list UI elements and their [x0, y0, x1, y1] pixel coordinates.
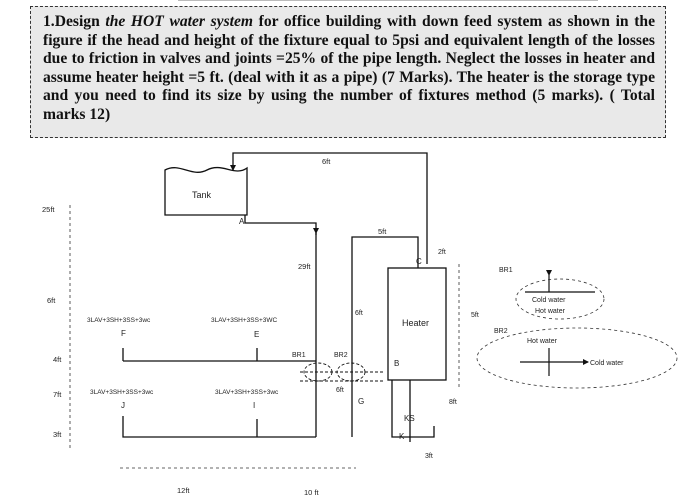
point-a-label: A: [239, 217, 245, 226]
dim-6ft-g: 6ft: [336, 387, 344, 394]
upper-branch-pipe: [122, 348, 316, 362]
dim-3ft-left: 3ft: [53, 430, 62, 439]
diagram-labels: Tank Heater A B C E F G I J K KS BR1 BR2…: [42, 157, 624, 497]
dim-12ft: 12ft: [177, 486, 190, 495]
legend-br1-circle: [515, 278, 605, 320]
legend-hot-water-2: Hot water: [527, 338, 558, 345]
junctions: [300, 362, 385, 382]
tank-outlet-pipe: [244, 215, 317, 235]
dim-10ft: 10 ft: [304, 488, 320, 497]
heater-tank: [387, 267, 447, 381]
heater-label: Heater: [402, 318, 429, 328]
dim-6ft-riser: 6ft: [355, 310, 363, 317]
question-text: 1.Design the HOT water system for office…: [43, 13, 655, 125]
point-f-label: F: [121, 329, 126, 338]
point-ks-label: KS: [404, 414, 415, 423]
top-rule: [178, 0, 598, 1]
question-part-1: 1.Design: [43, 13, 106, 30]
point-i-label: I: [253, 401, 255, 410]
legend-br2-label: BR2: [494, 328, 508, 335]
legend-symbols: [520, 270, 595, 376]
legend: [476, 270, 678, 389]
fixtures-i-label: 3LAV+3SH+3SS+3wc: [215, 389, 279, 396]
dim-8ft: 8ft: [449, 399, 457, 406]
fixtures-e-label: 3LAV+3SH+3SS+3WC: [211, 317, 277, 324]
question-part-2: for office building with down feed syste…: [43, 13, 656, 123]
point-g-label: G: [358, 397, 364, 406]
dim-2ft: 2ft: [438, 249, 446, 256]
br1-label: BR1: [292, 352, 306, 359]
legend-cold-water-1: Cold water: [532, 297, 566, 304]
dim-6ft-top: 6ft: [322, 157, 331, 166]
return-line: [230, 152, 428, 264]
dim-3ft-bottom: 3ft: [425, 453, 433, 460]
pipe-network: [122, 152, 447, 442]
dim-6ft-left: 6ft: [47, 296, 56, 305]
fixtures-f-label: 3LAV+3SH+3SS+3wc: [87, 317, 151, 324]
legend-cold-water-2: Cold water: [590, 360, 624, 367]
question-emphasis: the HOT water system: [105, 13, 254, 30]
legend-br1-label: BR1: [499, 267, 513, 274]
point-c-label: C: [416, 257, 422, 266]
dim-4ft: 4ft: [53, 355, 62, 364]
br2-label: BR2: [334, 352, 348, 359]
question-box: 1.Design the HOT water system for office…: [30, 6, 666, 138]
fixtures-j-label: 3LAV+3SH+3SS+3wc: [90, 389, 154, 396]
heater-riser-pipe: [351, 236, 419, 437]
lower-branch-pipe: [122, 416, 316, 438]
dim-29ft: 29ft: [298, 262, 311, 271]
point-e-label: E: [254, 330, 259, 339]
point-k-label: K: [399, 432, 405, 441]
dim-5ft-right: 5ft: [471, 312, 479, 319]
dim-5ft-top: 5ft: [378, 227, 387, 236]
legend-hot-water-1: Hot water: [535, 308, 566, 315]
dim-25ft: 25ft: [42, 205, 55, 214]
heater-inlet-pipe: [391, 380, 435, 438]
tank-shape: [164, 166, 248, 216]
legend-br2-circle: [476, 327, 678, 389]
dim-7ft: 7ft: [53, 390, 62, 399]
point-j-label: J: [121, 401, 125, 410]
dimension-lines: [69, 205, 460, 469]
tank-label: Tank: [192, 190, 212, 200]
point-b-label: B: [394, 359, 399, 368]
